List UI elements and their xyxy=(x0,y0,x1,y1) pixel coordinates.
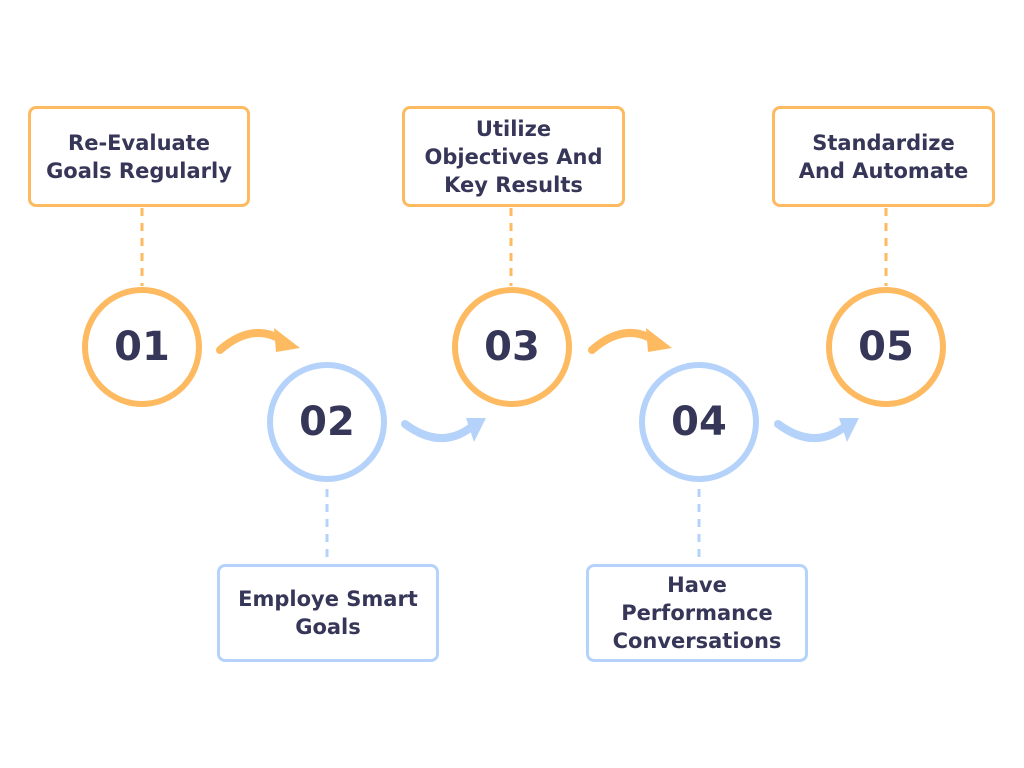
arrow-1-to-2 xyxy=(216,328,300,354)
step-label-02-text: Employe Smart Goals xyxy=(238,587,418,639)
step-circle-01: 01 xyxy=(82,287,202,407)
step-label-01: Re-Evaluate Goals Regularly xyxy=(28,106,250,207)
step-label-02: Employe Smart Goals xyxy=(217,564,439,662)
step-circle-02: 02 xyxy=(267,362,387,482)
step-label-03-text: Utilize Objectives And Key Results xyxy=(424,116,603,197)
step-label-05: Standardize And Automate xyxy=(772,106,995,207)
step-label-04-text: Have Performance Conversations xyxy=(612,573,782,653)
arrow-3-to-4 xyxy=(588,328,672,354)
step-label-01-text: Re-Evaluate Goals Regularly xyxy=(46,130,232,183)
step-circle-03: 03 xyxy=(452,287,572,407)
step-label-04: Have Performance Conversations xyxy=(586,564,808,662)
step-circle-05: 05 xyxy=(826,287,946,407)
arrow-4-to-5 xyxy=(774,418,859,443)
step-circle-04: 04 xyxy=(639,362,759,482)
step-label-05-text: Standardize And Automate xyxy=(798,130,969,183)
step-label-03: Utilize Objectives And Key Results xyxy=(402,106,625,207)
arrow-2-to-3 xyxy=(401,418,486,443)
